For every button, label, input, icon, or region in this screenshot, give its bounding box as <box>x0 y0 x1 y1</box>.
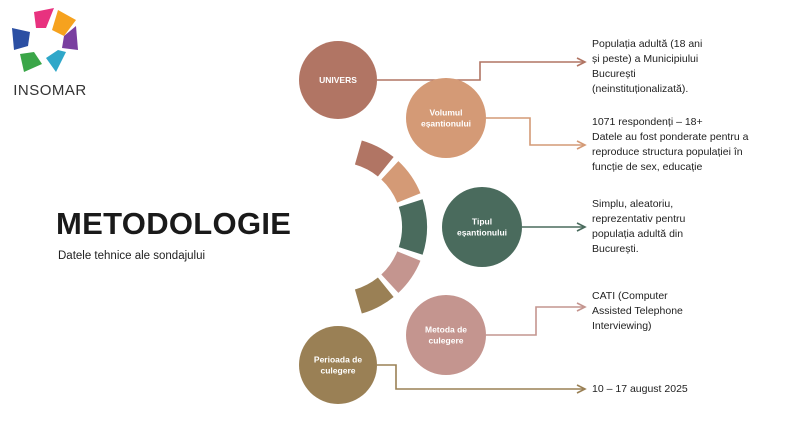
description-perioada-de-culegere: 10 – 17 august 2025 <box>592 383 688 395</box>
circle-label-metoda-de-culegere: culegere <box>429 336 464 346</box>
connector-lines <box>377 57 587 394</box>
arc-segment-volumul-esantionului <box>381 161 421 203</box>
arrowhead-perioada-de-culegere <box>576 384 587 394</box>
circle-label-tipul-esantionului: eșantionului <box>457 228 507 238</box>
circle-univers: UNIVERS <box>299 41 377 119</box>
circle-label-volumul-esantionului: eșantionului <box>421 119 471 129</box>
connector-metoda-de-culegere <box>486 306 585 336</box>
circle-label-metoda-de-culegere: Metoda de <box>425 325 467 335</box>
connector-univers <box>377 61 585 81</box>
description-univers: Populația adultă (18 ani și peste) a Mun… <box>592 38 703 95</box>
arc-segment-tipul-esantionului <box>398 199 428 255</box>
connector-perioada-de-culegere <box>377 364 585 390</box>
description-volumul-esantionului: 1071 respondenți – 18+ Datele au fost po… <box>592 116 749 173</box>
arrowhead-volumul-esantionului <box>576 140 587 150</box>
circle-shape-tipul-esantionului <box>442 187 522 267</box>
arrowhead-univers <box>576 57 587 67</box>
page-title: METODOLOGIE <box>56 206 292 241</box>
circle-label-univers: UNIVERS <box>319 75 357 85</box>
arc-segment-univers <box>354 140 394 177</box>
connector-volumul-esantionului <box>486 117 585 146</box>
insomar-logo: INSOMAR <box>6 6 86 99</box>
arc-segment-metoda-de-culegere <box>381 251 421 293</box>
circle-label-tipul-esantionului: Tipul <box>472 217 492 227</box>
circle-label-volumul-esantionului: Volumul <box>430 108 463 118</box>
circle-shape-perioada-de-culegere <box>299 326 377 404</box>
arrowhead-metoda-de-culegere <box>576 302 587 312</box>
description-tipul-esantionului: Simplu, aleatoriu, reprezentativ pentru … <box>592 198 686 255</box>
category-circles: UNIVERSVolumuleșantionuluiTipuleșantionu… <box>299 41 522 404</box>
insomar-logo-icon <box>12 8 78 72</box>
circle-shape-univers <box>299 41 377 119</box>
description-metoda-de-culegere: CATI (Computer Assisted Telephone Interv… <box>592 290 683 332</box>
arrowhead-tipul-esantionului <box>576 222 587 232</box>
circle-shape-volumul-esantionului <box>406 78 486 158</box>
brand-name: INSOMAR <box>13 82 87 99</box>
page-subtitle: Datele tehnice ale sondajului <box>58 250 206 262</box>
arc-segments <box>354 140 428 314</box>
circle-label-perioada-de-culegere: Perioada de <box>314 355 362 365</box>
circle-shape-metoda-de-culegere <box>406 295 486 375</box>
arc-segment-perioada-de-culegere <box>354 277 394 314</box>
circle-label-perioada-de-culegere: culegere <box>321 366 356 376</box>
